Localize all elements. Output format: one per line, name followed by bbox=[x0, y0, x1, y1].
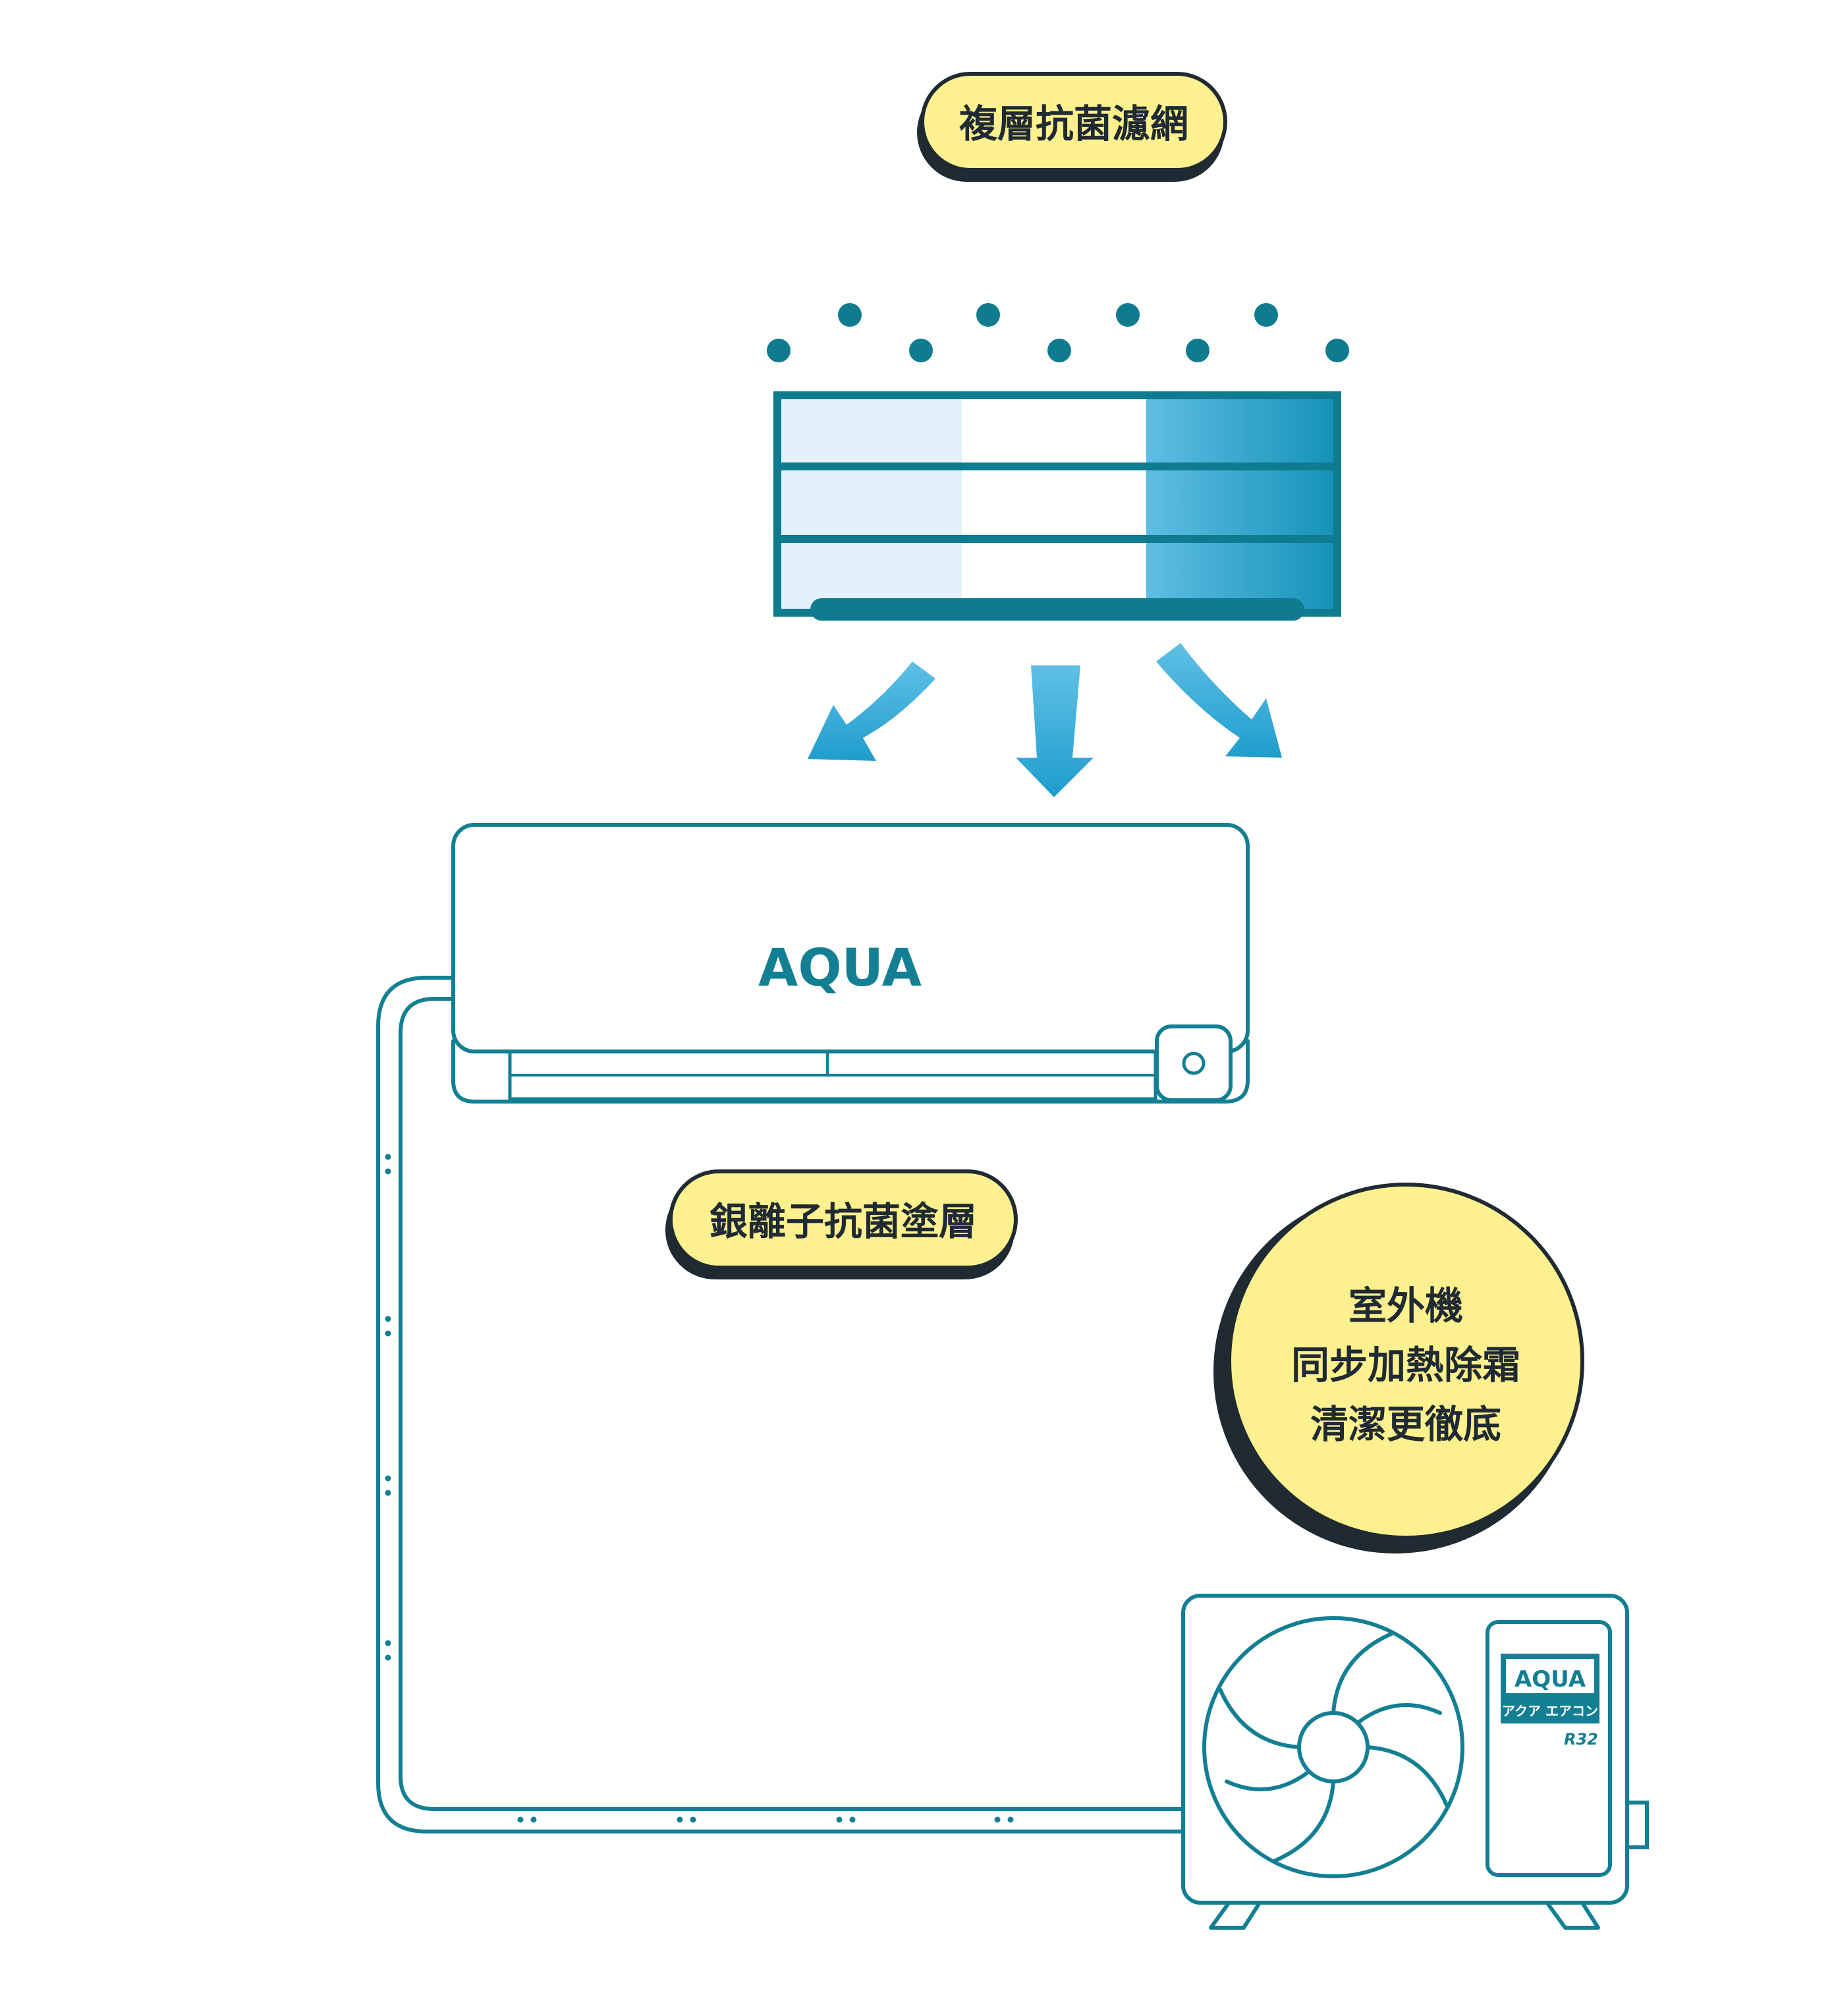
refrigerant-pipe bbox=[376, 976, 1188, 1834]
outdoor-line-3: 清潔更徹底 bbox=[1310, 1402, 1501, 1447]
fan-icon bbox=[1202, 1616, 1464, 1878]
bacteria-dots bbox=[767, 303, 1349, 362]
outdoor-sub-label: アクア エアコン bbox=[1502, 1703, 1598, 1719]
outdoor-line-2: 同步加熱除霜 bbox=[1291, 1343, 1520, 1387]
indoor-sensor-icon bbox=[1182, 1051, 1206, 1075]
indoor-unit: AQUA bbox=[451, 823, 1250, 1104]
outdoor-unit: AQUA アクア エアコン R32 bbox=[1181, 1594, 1649, 1930]
filter-label: 複層抗菌濾網 bbox=[959, 101, 1188, 146]
outdoor-brand-plate: AQUA アクア エアコン bbox=[1501, 1654, 1599, 1723]
coating-label-badge: 銀離子抗菌塗層 bbox=[665, 1169, 1018, 1279]
airflow-arrows bbox=[808, 643, 1282, 797]
multilayer-filter bbox=[773, 391, 1341, 621]
outdoor-aqua-logo: AQUA bbox=[1514, 1666, 1586, 1693]
refrigerant-label: R32 bbox=[1564, 1730, 1598, 1749]
outdoor-line-1: 室外機 bbox=[1348, 1283, 1463, 1328]
indoor-aqua-logo: AQUA bbox=[758, 939, 922, 998]
coating-label: 銀離子抗菌塗層 bbox=[709, 1199, 977, 1244]
filter-label-badge: 複層抗菌濾網 bbox=[917, 72, 1227, 182]
outdoor-feature-bubble: 室外機 同步加熱除霜 清潔更徹底 bbox=[1213, 1183, 1584, 1554]
